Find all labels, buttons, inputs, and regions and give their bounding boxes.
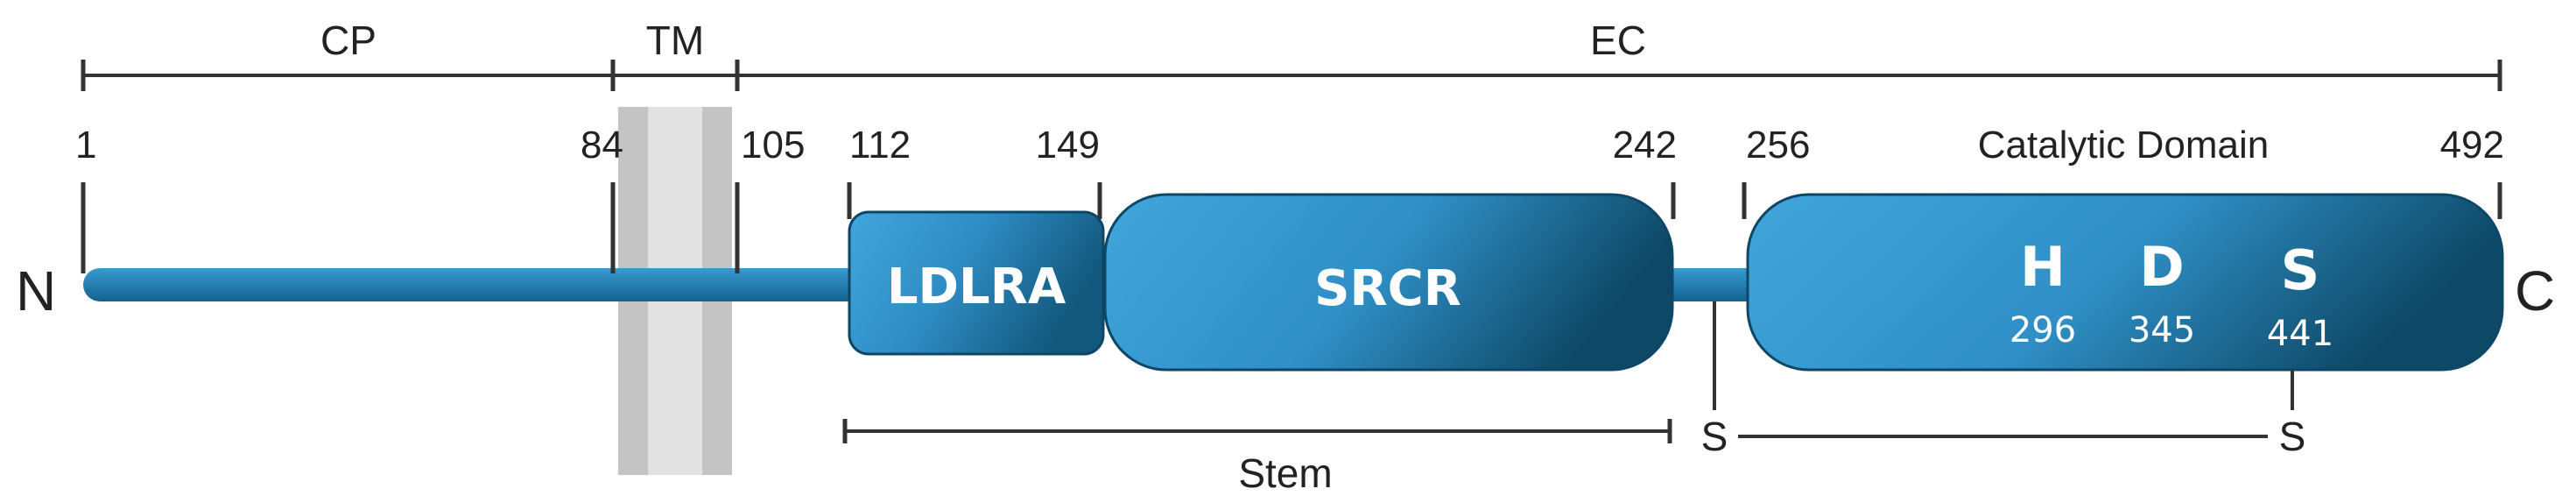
stem-label: Stem	[1238, 450, 1332, 496]
pos-105: 105	[741, 124, 805, 166]
c-terminus-label: C	[2515, 259, 2555, 322]
residue-s-letter: S	[2281, 238, 2320, 302]
disulfide-s-right: S	[2279, 414, 2306, 459]
residue-d-number: 345	[2129, 310, 2195, 351]
pos-84: 84	[581, 124, 623, 166]
n-terminus-label: N	[16, 259, 56, 322]
pos-256: 256	[1746, 124, 1810, 166]
catalytic-domain: H 296 D 345 S 441	[1746, 193, 2504, 372]
disulfide-s-left: S	[1701, 414, 1728, 459]
residue-h-number: 296	[2009, 310, 2076, 351]
position-ticks	[81, 182, 2502, 273]
pos-112: 112	[849, 124, 911, 166]
residue-s-number: 441	[2267, 314, 2333, 354]
region-brackets: CP TM EC	[81, 18, 2502, 91]
srcr-domain-shape	[1103, 193, 1674, 372]
residue-d-letter: D	[2139, 235, 2184, 299]
catalytic-domain-shape	[1746, 193, 2504, 372]
region-ec-label: EC	[1590, 18, 1646, 63]
pos-149: 149	[1036, 124, 1100, 166]
region-tm-label: TM	[646, 18, 704, 63]
region-cp-label: CP	[320, 18, 377, 63]
srcr-label: SRCR	[1314, 260, 1461, 317]
ldlra-domain: LDLRA	[848, 210, 1105, 356]
srcr-domain: SRCR	[1103, 193, 1674, 372]
pos-492: 492	[2440, 124, 2504, 166]
disulfide-bond: S S	[1701, 301, 2306, 459]
pos-1: 1	[75, 124, 96, 166]
ldlra-domain-shape	[848, 210, 1105, 356]
stem-bracket: Stem	[842, 419, 1672, 496]
catalytic-domain-title: Catalytic Domain	[1978, 124, 2270, 166]
residue-h-letter: H	[2020, 235, 2066, 299]
pos-242: 242	[1613, 124, 1677, 166]
ldlra-label: LDLRA	[887, 259, 1066, 315]
position-labels: 1 84 105 112 149 242 256 492 Catalytic D…	[75, 124, 2504, 166]
